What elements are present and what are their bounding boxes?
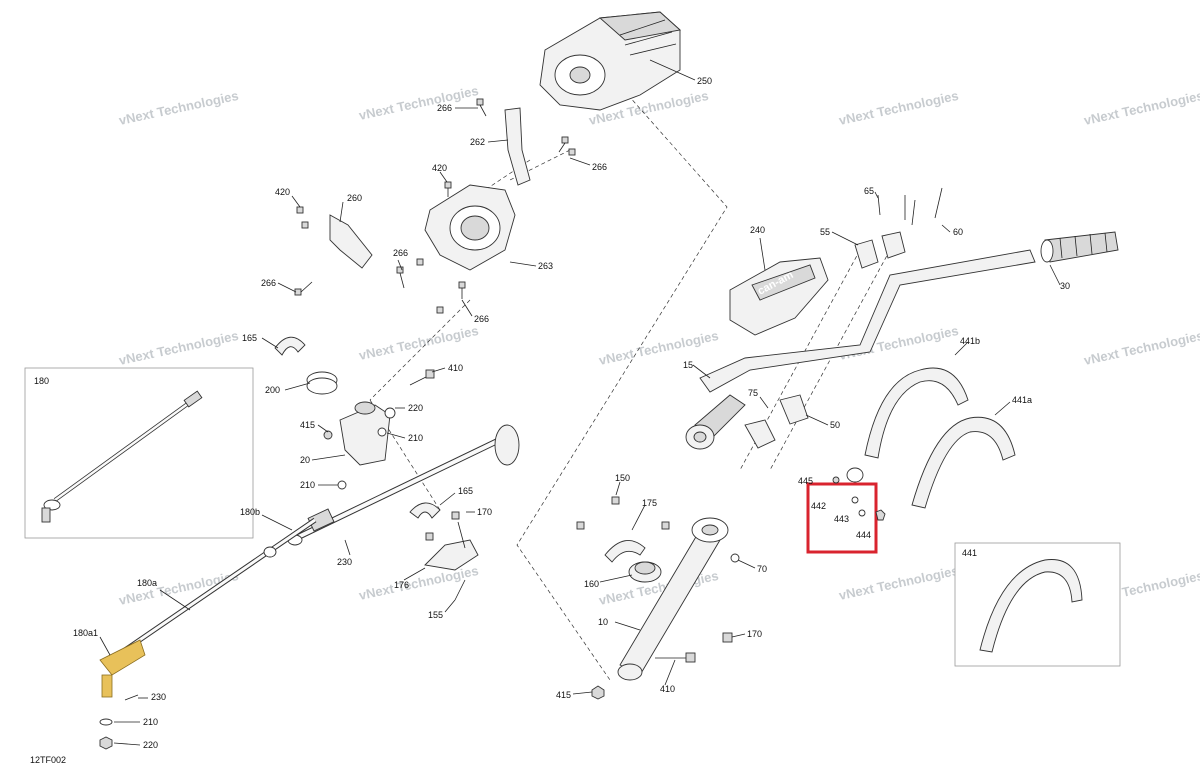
callout-210: 210 [408,433,423,443]
bracket-260 [329,214,373,269]
highlight-box [806,482,878,554]
callout-250: 250 [697,76,712,86]
callout-70: 70 [757,564,767,574]
watermark: vNext Technologies [118,568,240,608]
inset-180 [24,367,254,539]
inset-441 [954,542,1121,667]
callout-263: 263 [538,261,553,271]
callout-415: 415 [300,420,315,430]
diagram-code: 12TF002 [30,755,66,765]
callout-176: 176 [394,580,409,590]
callout-266: 266 [437,103,452,113]
callout-15: 15 [683,360,693,370]
callout-240: 240 [750,225,765,235]
callout-220: 220 [143,740,158,750]
callout-443: 443 [834,514,849,524]
callout-230: 230 [151,692,166,702]
watermark: vNext Technologies [118,328,240,368]
callout-441: 441 [962,548,977,558]
tie-rod-end-180a1 [99,639,146,676]
callout-60: 60 [953,227,963,237]
hand-guards [864,367,1016,509]
callout-50: 50 [830,420,840,430]
watermark: vNext Technologies [358,83,480,123]
highlight-box-group [806,467,886,554]
callout-160: 160 [584,579,599,589]
callout-200: 200 [265,385,280,395]
handlebar-pad: can-am [729,257,829,336]
callout-420: 420 [275,187,290,197]
callout-445: 445 [798,476,813,486]
handlebar-clamps [744,187,943,449]
callout-410: 410 [660,684,675,694]
callout-415: 415 [556,690,571,700]
callout-55: 55 [820,227,830,237]
callout-155: 155 [428,610,443,620]
callout-230: 230 [337,557,352,567]
watermark: vNext Technologies [118,88,240,128]
callout-165: 165 [242,333,257,343]
callout-180: 180 [34,376,49,386]
callout-180a1: 180a1 [73,628,98,638]
bracket-263 [424,184,516,271]
callout-180a: 180a [137,578,157,588]
lower-steering-assembly [274,336,479,601]
leader-lines [99,59,1061,746]
callout-75: 75 [748,388,758,398]
watermark: vNext Technologies [838,88,960,128]
bolts [294,98,576,314]
callout-262: 262 [470,137,485,147]
watermark: vNext Technologies [1083,88,1200,128]
callout-65: 65 [864,186,874,196]
callout-420: 420 [432,163,447,173]
callout-165: 165 [458,486,473,496]
callout-266: 266 [474,314,489,324]
callout-442: 442 [811,501,826,511]
callout-410: 410 [448,363,463,373]
callout-170: 170 [477,507,492,517]
callout-441a: 441a [1012,395,1032,405]
callout-444: 444 [856,530,871,540]
callout-266: 266 [393,248,408,258]
watermark: vNext Technologies [358,563,480,603]
watermark: vNext Technologies [1083,328,1200,368]
tie-rod-180a [99,517,317,750]
callout-170: 170 [747,629,762,639]
watermark: vNext Technologies [598,328,720,368]
callout-260: 260 [347,193,362,203]
callout-20: 20 [300,455,310,465]
callout-266: 266 [261,278,276,288]
callout-266: 266 [592,162,607,172]
callout-180b: 180b [240,507,260,517]
steering-column [576,496,740,700]
callout-220: 220 [408,403,423,413]
power-steering-unit [539,11,681,111]
tie-rod-180b [287,424,520,546]
callouts: 250 266 262 266 420 420 260 266 266 263 … [34,76,1070,750]
watermark: vNext Technologies [838,563,960,603]
watermark: vNext Technologies [358,323,480,363]
callout-175: 175 [642,498,657,508]
handlebar [685,231,1119,450]
callout-30: 30 [1060,281,1070,291]
callout-210: 210 [300,480,315,490]
watermark: vNext Technologies [838,323,960,363]
callout-150: 150 [615,473,630,483]
bracket-262 [504,107,531,186]
callout-210: 210 [143,717,158,727]
callout-441b: 441b [960,336,980,346]
callout-10: 10 [598,617,608,627]
